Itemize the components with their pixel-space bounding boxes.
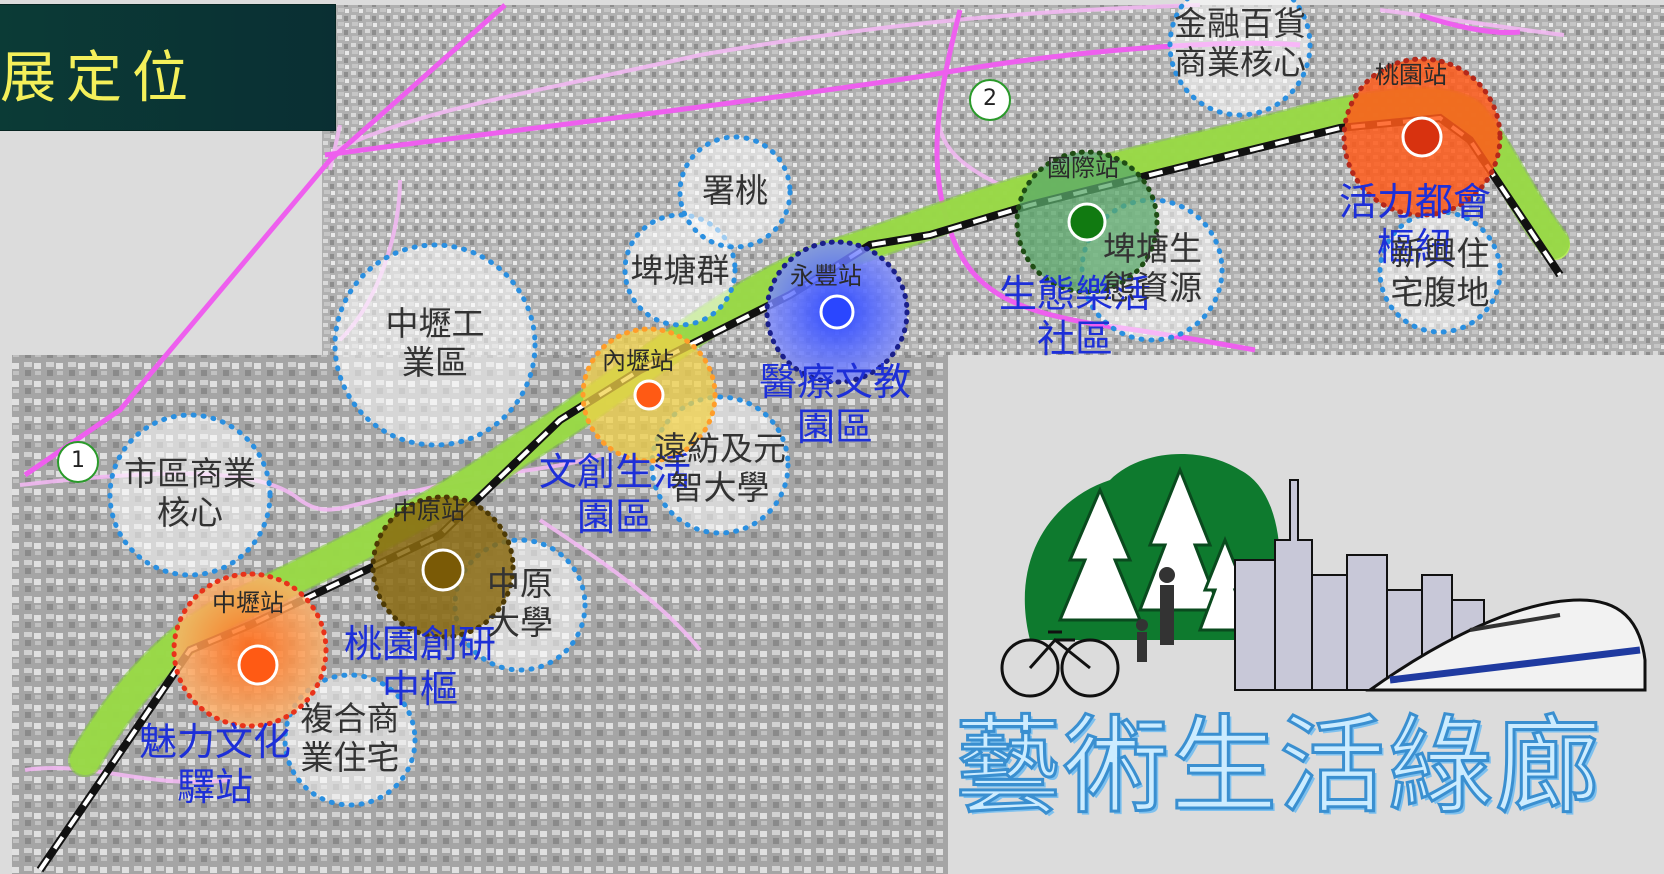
center-yongfeng [819,294,855,330]
people-icon [1136,567,1175,662]
center-guoji [1067,202,1107,242]
center-zhongyuan [421,548,465,592]
route-marker-label-2: 2 [983,86,997,111]
area-label-newres: 新興住宅腹地 [1390,234,1490,312]
area-label-fuhe: 複合商業住宅 [300,699,400,777]
area-circle-industrial [332,242,538,448]
area-label-pitang-eco: 埤塘生態資源 [1103,229,1202,307]
area-label-industrial: 中壢工業區 [385,304,485,382]
station-guoji: 國際站 [1047,154,1119,182]
center-taoyuan [1401,116,1443,158]
node-label-guoji: 生態樂活社區 [998,272,1151,361]
station-yongfeng: 永豐站 [790,262,862,290]
route-marker-label-1: 1 [71,448,85,473]
area-label-shutao: 署桃 [702,171,768,210]
station-neili: 內壢站 [602,347,674,375]
area-circle-shuqu [107,412,273,578]
page-title: 展定位 [0,46,198,111]
area-label-finance: 金融百貨商業核心 [1174,4,1306,82]
node-label-zhongyuan: 桃園創研中樞 [343,622,496,711]
train-icon [1365,598,1647,692]
tree-icon [1057,486,1143,622]
node-label-taoyuan: 活力都會樞紐 [1338,180,1491,269]
route-markers [57,79,1011,483]
station-zhongli: 中壢站 [212,589,284,617]
node-label-neili: 文創生活園區 [538,450,691,539]
corridor-title: 藝術生活綠廊 [954,704,1603,830]
bicycle-icon [1000,630,1120,698]
corridor-illustration [1000,453,1647,698]
route-marker-2 [969,79,1011,121]
area-label-yuandong: 遠紡及元智大學 [654,429,786,507]
node-centers [237,116,1443,686]
area-circles [107,0,1503,808]
area-label-cyu: 中原大學 [487,564,553,642]
area-circle-pitangqun [622,212,738,328]
node-label-zhongli: 魅力文化驛站 [138,720,291,809]
area-label-shuqu: 市區商業核心 [124,454,256,532]
node-label-yongfeng: 醫療文教園區 [758,360,911,449]
center-zhongli [237,644,279,686]
area-circle-shutao [677,134,793,250]
station-zhongyuan: 中原站 [393,497,465,525]
center-neili [633,379,665,411]
station-taoyuan: 桃園站 [1375,61,1447,89]
area-circle-finance [1167,0,1313,118]
title-box: 展定位 [0,5,335,130]
area-circle-fuhe [282,672,418,808]
area-label-pitangqun: 埤塘群 [630,251,730,290]
route-marker-1 [57,441,99,483]
